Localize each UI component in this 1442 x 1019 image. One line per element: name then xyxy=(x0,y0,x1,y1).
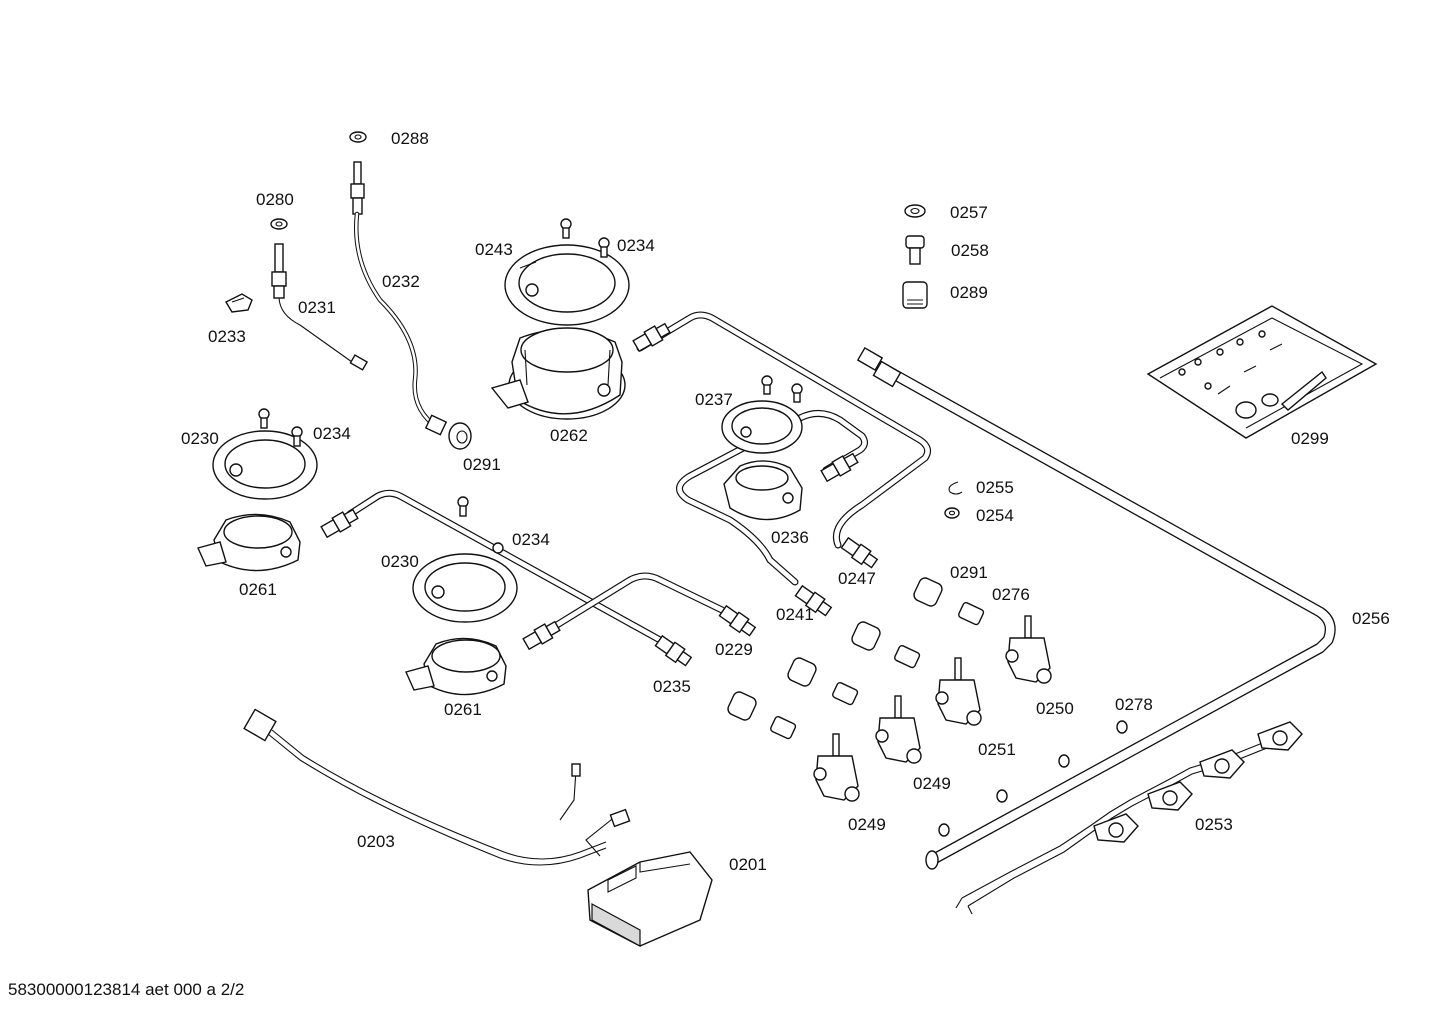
label-0235: 0235 xyxy=(653,677,691,696)
label-0254: 0254 xyxy=(976,506,1014,525)
gas-tube-0261-mid xyxy=(548,572,726,632)
label-0250: 0250 xyxy=(1036,699,1074,718)
label-0234-mid: 0234 xyxy=(512,530,550,549)
burner-0261-left xyxy=(197,408,318,572)
burner-0261-mid xyxy=(405,496,518,696)
small-parts-column xyxy=(902,204,928,309)
label-0230-left: 0230 xyxy=(181,429,219,448)
gas-tube-0261-left xyxy=(346,489,664,644)
label-0276: 0276 xyxy=(992,585,1030,604)
label-0203: 0203 xyxy=(357,832,395,851)
label-0291-left: 0291 xyxy=(463,455,501,474)
label-0261-left: 0261 xyxy=(239,580,277,599)
label-0289: 0289 xyxy=(950,283,988,302)
label-0243: 0243 xyxy=(475,240,513,259)
tube-fittings xyxy=(320,322,879,667)
ignition-module-0201 xyxy=(587,851,713,948)
label-0299: 0299 xyxy=(1291,429,1329,448)
label-0247: 0247 xyxy=(838,569,876,588)
label-0261-mid: 0261 xyxy=(444,700,482,719)
label-0251: 0251 xyxy=(978,740,1016,759)
label-0257: 0257 xyxy=(950,203,988,222)
label-0249-a: 0249 xyxy=(913,774,951,793)
thermocouple-0232 xyxy=(349,131,472,450)
label-0232: 0232 xyxy=(382,272,420,291)
label-0249-b: 0249 xyxy=(848,815,886,834)
label-0234-top: 0234 xyxy=(617,236,655,255)
burner-0262 xyxy=(490,218,630,420)
label-0255: 0255 xyxy=(976,478,1014,497)
spare-parts-bag-0299 xyxy=(1146,305,1378,439)
label-0256: 0256 xyxy=(1352,609,1390,628)
clip-seal-0255-0254 xyxy=(944,481,963,519)
gas-tube-0262 xyxy=(636,311,932,549)
label-0234-left: 0234 xyxy=(313,424,351,443)
part-labels: 0288 0280 0232 0231 0233 0243 0234 0262 … xyxy=(181,129,1390,874)
label-0236: 0236 xyxy=(771,528,809,547)
label-0280: 0280 xyxy=(256,190,294,209)
label-0278: 0278 xyxy=(1115,695,1153,714)
ignition-harness-0253 xyxy=(955,721,1303,915)
label-0241: 0241 xyxy=(776,605,814,624)
label-0288: 0288 xyxy=(391,129,429,148)
burner-0236 xyxy=(721,375,803,521)
label-0291-right: 0291 xyxy=(950,563,988,582)
ignition-electrode-0231 xyxy=(225,218,369,371)
label-0229: 0229 xyxy=(715,640,753,659)
label-0201: 0201 xyxy=(729,855,767,874)
label-0258: 0258 xyxy=(951,241,989,260)
document-id-footer: 58300000123814 aet 000 a 2/2 xyxy=(8,980,245,999)
main-gas-pipe-0256 xyxy=(856,346,1336,870)
label-0262: 0262 xyxy=(550,426,588,445)
label-0230-mid: 0230 xyxy=(381,552,419,571)
nuts-0278 xyxy=(938,720,1128,837)
label-0253: 0253 xyxy=(1195,815,1233,834)
label-0231: 0231 xyxy=(298,298,336,317)
label-0233: 0233 xyxy=(208,327,246,346)
label-0237: 0237 xyxy=(695,390,733,409)
mains-cable-0203 xyxy=(243,708,631,866)
gas-valves xyxy=(813,615,1052,802)
valve-caps-0291 xyxy=(727,577,985,740)
